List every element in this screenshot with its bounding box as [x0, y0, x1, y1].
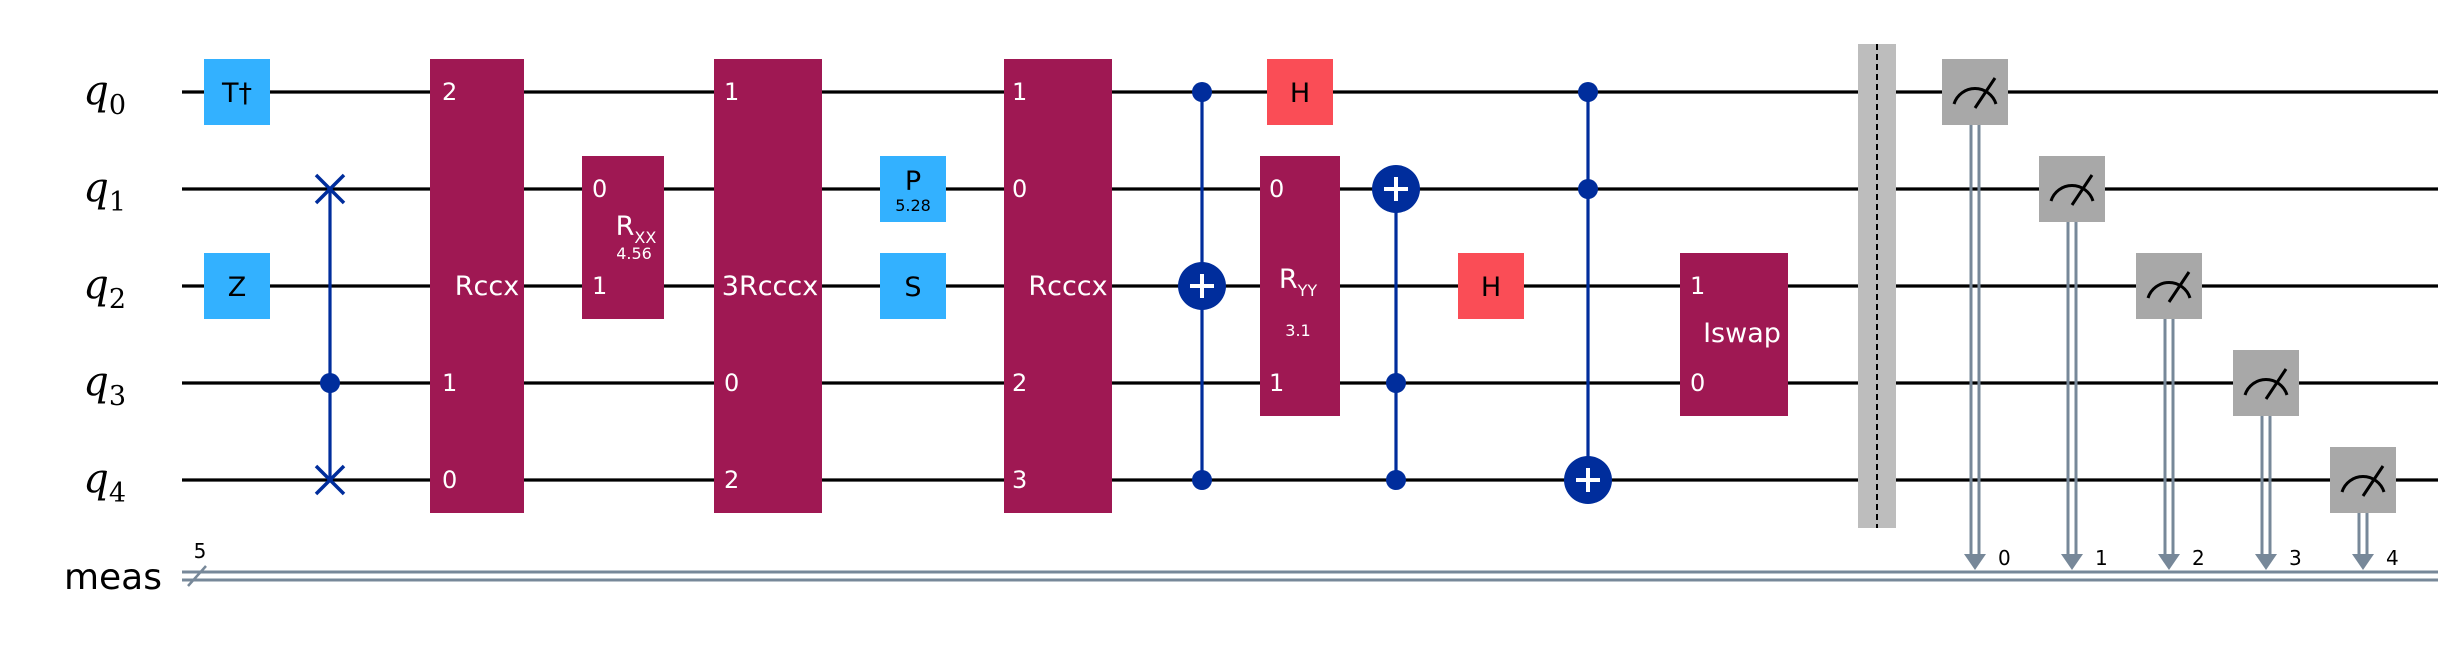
rcccx-pin-q1: 0: [1012, 175, 1027, 203]
wire-label-q3-sub: 3: [109, 381, 126, 412]
rccx-pin-q0: 2: [442, 78, 457, 106]
wire-label-q2: q: [83, 262, 109, 308]
wire-label-q1-sub: 1: [109, 187, 126, 218]
control-dot: [1578, 82, 1598, 102]
svg-text:RXX: RXX: [616, 211, 657, 247]
meter-icon: [2146, 281, 2192, 299]
ccx-gate-2: [1372, 165, 1420, 490]
control-dot: [1578, 179, 1598, 199]
ryy-label: R: [1279, 264, 1298, 295]
p-gate: P 5.28: [880, 156, 946, 222]
rxx-pin-q2: 1: [592, 272, 607, 300]
control-dot: [1192, 82, 1212, 102]
ccx-gate-3: [1564, 82, 1612, 504]
measure-bit-1: 1: [2095, 546, 2108, 570]
tdg-gate: T†: [204, 59, 270, 125]
wire-label-q3: q: [83, 359, 109, 405]
rxx-param: 4.56: [616, 244, 652, 263]
ryy-param: 3.1: [1285, 321, 1310, 340]
measure-q0: 0: [1942, 59, 2011, 570]
rccx-pin-q4: 0: [442, 466, 457, 494]
rxx-pin-q1: 0: [592, 175, 607, 203]
control-dot: [1192, 470, 1212, 490]
ryy-gate: 0 1 RYY 3.1: [1260, 156, 1340, 416]
rxx-label: R: [616, 211, 635, 242]
s-gate: S: [880, 253, 946, 319]
wire-label-q4-sub: 4: [109, 478, 126, 509]
rxx-label-sub: XX: [634, 228, 656, 247]
ryy-pin-q1: 0: [1269, 175, 1284, 203]
h-gate-q0-label: H: [1290, 78, 1310, 109]
ryy-label-sub: YY: [1297, 281, 1318, 300]
h-gate-q2-label: H: [1481, 272, 1501, 303]
rcccx-gate: 1 0 2 3 Rcccx: [1004, 59, 1112, 513]
bus-slash: [187, 565, 207, 587]
control-dot: [1386, 470, 1406, 490]
h-gate-q2: H: [1458, 253, 1524, 319]
measure-q3: 3: [2233, 350, 2302, 570]
rxx-gate: 0 1 RXX 4.56: [582, 156, 664, 319]
wire-label-meas: meas: [64, 557, 162, 598]
svg-text:q2: q2: [83, 262, 126, 315]
cswap-gate: [314, 173, 346, 496]
wire-labels: q0 q1 q2 q3 q4 meas: [64, 68, 162, 598]
iswap-pin-q3: 0: [1690, 369, 1705, 397]
s-gate-label: S: [904, 272, 921, 303]
iswap-gate: 1 0 Iswap: [1680, 253, 1788, 416]
p-gate-label: P: [905, 166, 921, 197]
rcccx3-gate: 1 0 2 3Rcccx: [714, 59, 822, 513]
measure-bit-3: 3: [2289, 546, 2302, 570]
svg-text:q1: q1: [83, 165, 126, 218]
svg-text:RYY: RYY: [1279, 264, 1318, 300]
rcccx-pin-q0: 1: [1012, 78, 1027, 106]
swap-cross-icon: [314, 464, 346, 496]
z-gate: Z: [204, 253, 270, 319]
ccx-gate-1: [1178, 82, 1226, 490]
rcccx-pin-q3: 2: [1012, 369, 1027, 397]
rcccx3-pin-q0: 1: [724, 78, 739, 106]
swap-cross-icon: [314, 173, 346, 205]
h-gate-q0: H: [1267, 59, 1333, 125]
meter-icon: [2340, 475, 2386, 493]
z-gate-label: Z: [228, 272, 247, 303]
svg-text:q4: q4: [83, 456, 126, 509]
cswap-control-dot: [320, 373, 340, 393]
control-dot: [1386, 373, 1406, 393]
wire-label-q4: q: [83, 456, 109, 502]
iswap-label: Iswap: [1703, 318, 1781, 349]
rcccx-pin-q4: 3: [1012, 466, 1027, 494]
meter-icon: [2243, 378, 2289, 396]
wire-label-q2-sub: 2: [109, 284, 126, 315]
measure-q1: 1: [2039, 156, 2108, 570]
meter-icon: [1952, 87, 1998, 105]
wire-label-q0: q: [83, 68, 109, 114]
meter-icon: [2049, 184, 2095, 202]
classical-register: 5: [182, 539, 2438, 587]
rccx-label: Rccx: [455, 271, 519, 302]
measure-q4: 4: [2330, 447, 2399, 570]
iswap-pin-q2: 1: [1690, 272, 1705, 300]
p-gate-param: 5.28: [895, 196, 931, 215]
measure-bit-2: 2: [2192, 546, 2205, 570]
rcccx3-label: 3Rcccx: [722, 271, 818, 302]
svg-text:q3: q3: [83, 359, 126, 412]
barrier: [1858, 44, 1896, 528]
svg-text:q0: q0: [83, 68, 126, 121]
rcccx3-pin-q4: 2: [724, 466, 739, 494]
measure-bit-0: 0: [1998, 546, 2011, 570]
rccx-pin-q3: 1: [442, 369, 457, 397]
rccx-gate: 2 1 0 Rccx: [430, 59, 524, 513]
register-width: 5: [194, 539, 207, 563]
ryy-pin-q3: 1: [1269, 369, 1284, 397]
wire-label-q0-sub: 0: [109, 90, 126, 121]
measure-bit-4: 4: [2386, 546, 2399, 570]
measure-q2: 2: [2136, 253, 2205, 570]
wire-label-q1: q: [83, 165, 109, 211]
rcccx3-pin-q3: 0: [724, 369, 739, 397]
rcccx-label: Rcccx: [1028, 271, 1107, 302]
tdg-gate-label: T†: [221, 78, 252, 109]
